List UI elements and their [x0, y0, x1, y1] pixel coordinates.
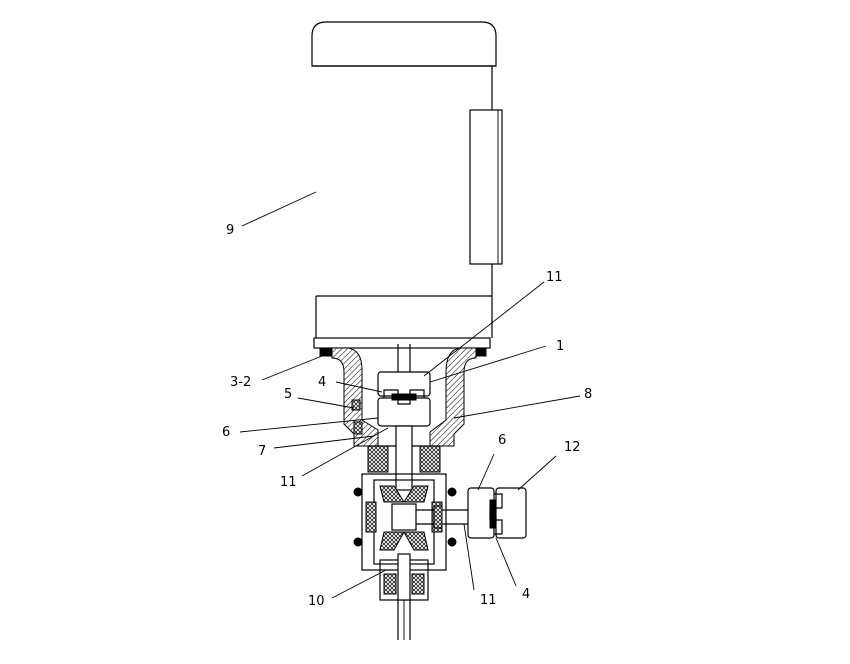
label-seal: 7 — [258, 444, 266, 459]
upper-bearing-left — [367, 445, 389, 473]
seal — [353, 421, 363, 435]
lower-bearing-left — [383, 573, 397, 595]
motor-top-cap — [311, 21, 497, 67]
lower-bevel-gear — [379, 531, 405, 551]
leader-10 — [331, 569, 387, 599]
label-coupling-side: 12 — [564, 440, 581, 455]
label-bolt-top: 3-2 — [230, 375, 251, 390]
label-shaft-sleeve-left: 6 — [222, 425, 230, 440]
label-bevel-sleeve-right: 6 — [498, 433, 506, 448]
gearbox-bolt-left-top — [353, 487, 363, 497]
label-insert-top: 4 — [318, 375, 326, 390]
leader-11-bottom — [463, 523, 475, 591]
housing-left-wall — [331, 347, 379, 447]
leader-6-right — [477, 453, 495, 491]
coupling-key — [391, 393, 417, 401]
leader-12 — [517, 455, 557, 491]
side-coupling-right-half — [495, 487, 527, 539]
top-coupling — [377, 371, 431, 427]
upper-bevel-gear-right — [403, 485, 429, 503]
side-coupling — [467, 487, 527, 539]
leader-5 — [297, 397, 355, 409]
gearbox-center-block — [391, 503, 417, 531]
leader-1 — [429, 345, 547, 383]
leader-11-top — [423, 281, 545, 377]
leader-4-top — [335, 381, 383, 393]
leader-lines — [239, 191, 581, 599]
screw — [351, 399, 361, 411]
label-motor: 9 — [226, 223, 234, 238]
callout-labels: 9 11 1 3-2 4 5 8 6 7 6 12 11 4 11 10 — [222, 223, 592, 609]
gearbox-bolt-right-bottom — [447, 537, 457, 547]
leader-4-bottom — [495, 537, 517, 587]
motor-mount-plate — [313, 337, 491, 349]
leader-8 — [453, 395, 581, 419]
leader-7 — [273, 435, 375, 449]
lower-shaft-assembly — [379, 553, 429, 640]
gearbox-bearing-left — [365, 501, 377, 533]
label-output-shaft: 10 — [308, 594, 325, 609]
coupling-lower-half — [377, 397, 431, 427]
label-output-key: 11 — [480, 593, 497, 608]
housing-right-wall — [429, 347, 477, 447]
label-key-lower-left: 11 — [280, 475, 297, 490]
leader-9 — [241, 191, 317, 227]
coupling-jaw-insert — [383, 389, 425, 405]
housing — [331, 344, 477, 447]
label-screw: 5 — [284, 387, 292, 402]
gearbox-bolt-right-top — [447, 487, 457, 497]
gearbox-bolt-left-bottom — [353, 537, 363, 547]
motor — [311, 21, 503, 349]
side-coupling-key — [489, 499, 497, 529]
lower-shaft — [397, 553, 411, 601]
horizontal-shaft — [416, 505, 468, 529]
label-housing: 8 — [584, 387, 592, 402]
lower-bearing-right — [411, 573, 425, 595]
lower-bevel-gear-right — [403, 531, 429, 551]
coupling-upper-half — [377, 371, 431, 397]
motor-terminal-box — [469, 109, 503, 265]
leader-3-2 — [261, 355, 323, 381]
label-insert-side: 4 — [522, 587, 530, 602]
upper-bearing-right — [419, 445, 441, 473]
label-key-upper-right: 11 — [546, 270, 563, 285]
label-coupling-top: 1 — [556, 339, 564, 354]
horizontal-shaft-seal — [433, 505, 443, 529]
bolt-left — [319, 347, 333, 357]
leader-6-left — [239, 417, 379, 433]
leader-11-left — [301, 427, 389, 477]
screw-and-seal — [351, 399, 363, 435]
